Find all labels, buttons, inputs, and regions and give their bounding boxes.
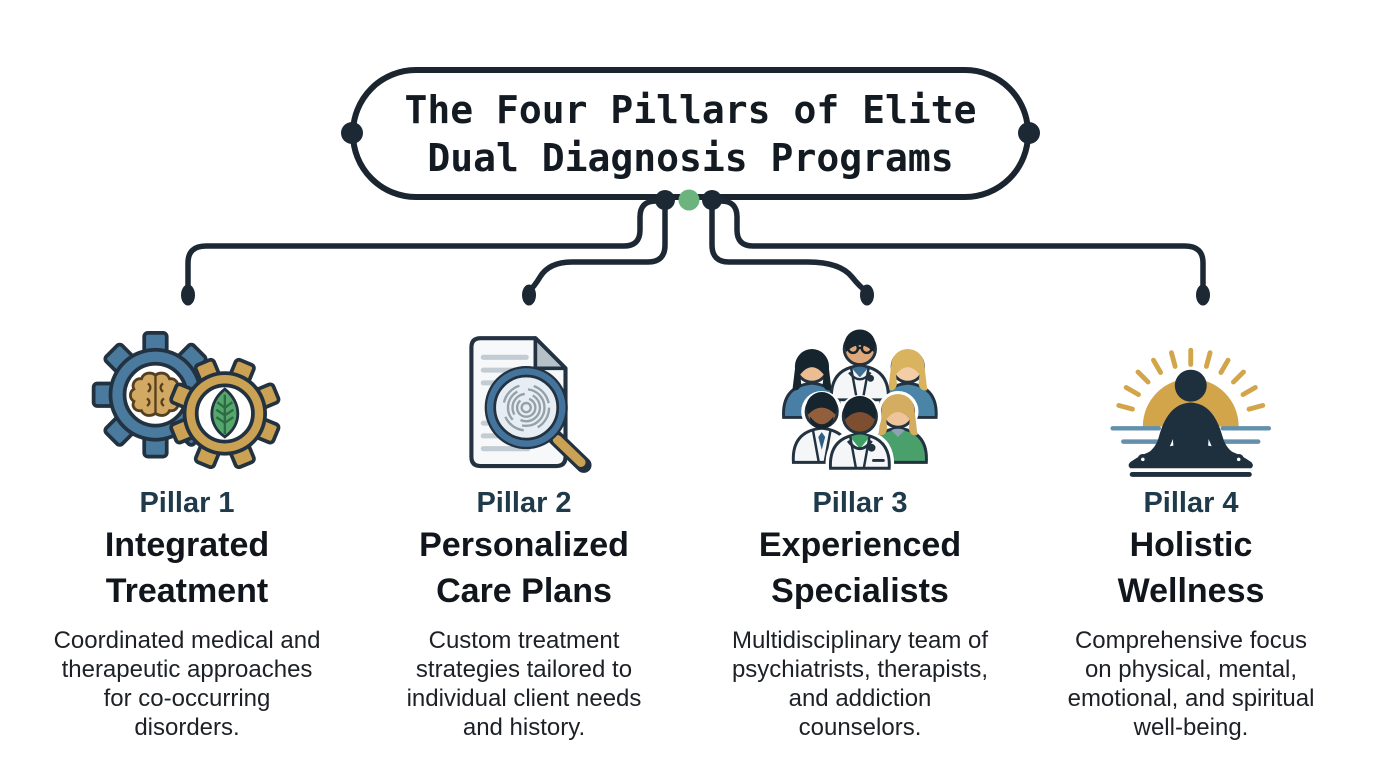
connector-inner-right xyxy=(709,201,868,294)
endpoint-dot-pillar-4 xyxy=(1196,284,1210,306)
connector-outer-left xyxy=(185,198,665,288)
pillar-4-description: Comprehensive focus on physical, mental,… xyxy=(1067,627,1315,741)
pillar-3-title: Experienced Specialists xyxy=(758,526,962,610)
pillar-1-description: Coordinated medical and therapeutic appr… xyxy=(53,627,321,741)
pillar-1-label: Pillar 1 xyxy=(139,487,235,519)
pillar-4-title: Holistic Wellness xyxy=(1117,526,1265,610)
pillar-3-description: Multidisciplinary team of psychiatrists,… xyxy=(731,627,989,741)
gears-brain-leaf-icon xyxy=(88,310,287,480)
pillar-2-column: Pillar 2 Personalized Care Plans Custom … xyxy=(359,310,689,742)
connector-outer-right xyxy=(712,198,1206,288)
pillar-2-title: Personalized Care Plans xyxy=(419,526,629,610)
pillar-3-column: Pillar 3 Experienced Specialists Multidi… xyxy=(695,310,1025,742)
pillar-1-title: Integrated Treatment xyxy=(104,526,270,610)
pillar-2-description: Custom treatment strategies tailored to … xyxy=(406,627,642,741)
pillar-3-label: Pillar 3 xyxy=(812,487,908,519)
endpoint-dot-pillar-1 xyxy=(181,284,195,306)
endpoint-dot-pillar-2 xyxy=(522,284,536,306)
medical-team-icon xyxy=(767,310,953,480)
page-title: The Four Pillars of Elite Dual Diagnosis… xyxy=(404,87,977,180)
title-box: The Four Pillars of Elite Dual Diagnosis… xyxy=(350,67,1031,200)
connector-inner-left xyxy=(527,201,668,294)
document-fingerprint-magnifier-icon xyxy=(444,310,604,480)
pillar-2-label: Pillar 2 xyxy=(476,487,572,519)
endpoint-dot-pillar-3 xyxy=(860,284,874,306)
pillar-1-column: Pillar 1 Integrated Treatment Coordinate… xyxy=(22,310,352,742)
meditation-sunrise-icon xyxy=(1102,310,1280,480)
pillar-4-column: Pillar 4 Holistic Wellness Comprehensive… xyxy=(1026,310,1356,742)
pillar-4-label: Pillar 4 xyxy=(1143,487,1239,519)
